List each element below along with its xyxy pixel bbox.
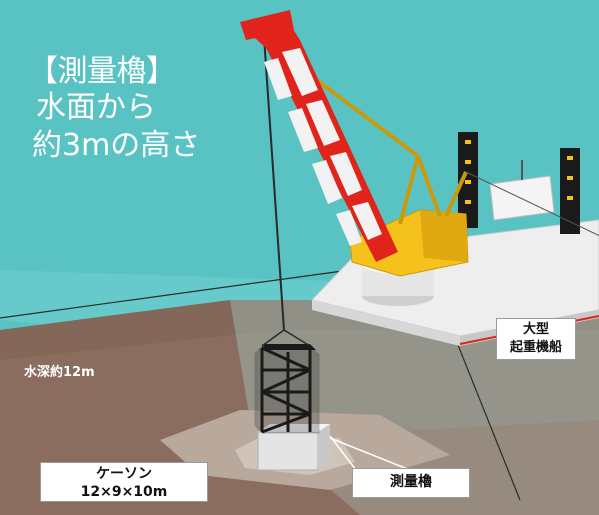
spud-leg-right bbox=[560, 148, 580, 234]
hook-sling-left bbox=[261, 329, 285, 347]
mooring-line-left bbox=[0, 269, 351, 319]
crane-ship-label-line2: 起重機船 bbox=[509, 340, 562, 355]
caisson-side bbox=[318, 424, 330, 470]
crane-ship-label: 大型 起重機船 bbox=[496, 318, 576, 360]
leader-tower bbox=[329, 435, 357, 471]
survey-tower bbox=[254, 346, 320, 434]
caisson-front bbox=[257, 431, 319, 471]
caisson-label: ケーソン 12×9×10m bbox=[40, 462, 208, 502]
survey-line bbox=[329, 437, 411, 471]
survey-tower-label: 測量櫓 bbox=[352, 468, 470, 498]
water-depth-label: 水深約12m bbox=[24, 365, 95, 380]
barge-hull-side bbox=[312, 300, 460, 346]
hook-sling-right bbox=[283, 329, 311, 347]
spud-leg-dots bbox=[465, 140, 573, 204]
pendant-line bbox=[465, 171, 599, 237]
caisson-label-line1: ケーソン bbox=[96, 466, 152, 482]
caisson-label-line2: 12×9×10m bbox=[80, 484, 168, 500]
heading-tower-title: 【測量櫓】 bbox=[28, 54, 176, 89]
crane-ship-label-line1: 大型 bbox=[522, 322, 549, 337]
heading-line-2: 約3mの高さ bbox=[32, 128, 201, 163]
hoist-wire bbox=[262, 21, 285, 331]
deck-house bbox=[489, 175, 555, 221]
crane-boom bbox=[240, 10, 398, 262]
seabed bbox=[0, 300, 599, 515]
crane-house-shade bbox=[420, 210, 468, 262]
heading-line-1: 水面から bbox=[36, 90, 156, 125]
tower-top-cap bbox=[262, 344, 316, 350]
